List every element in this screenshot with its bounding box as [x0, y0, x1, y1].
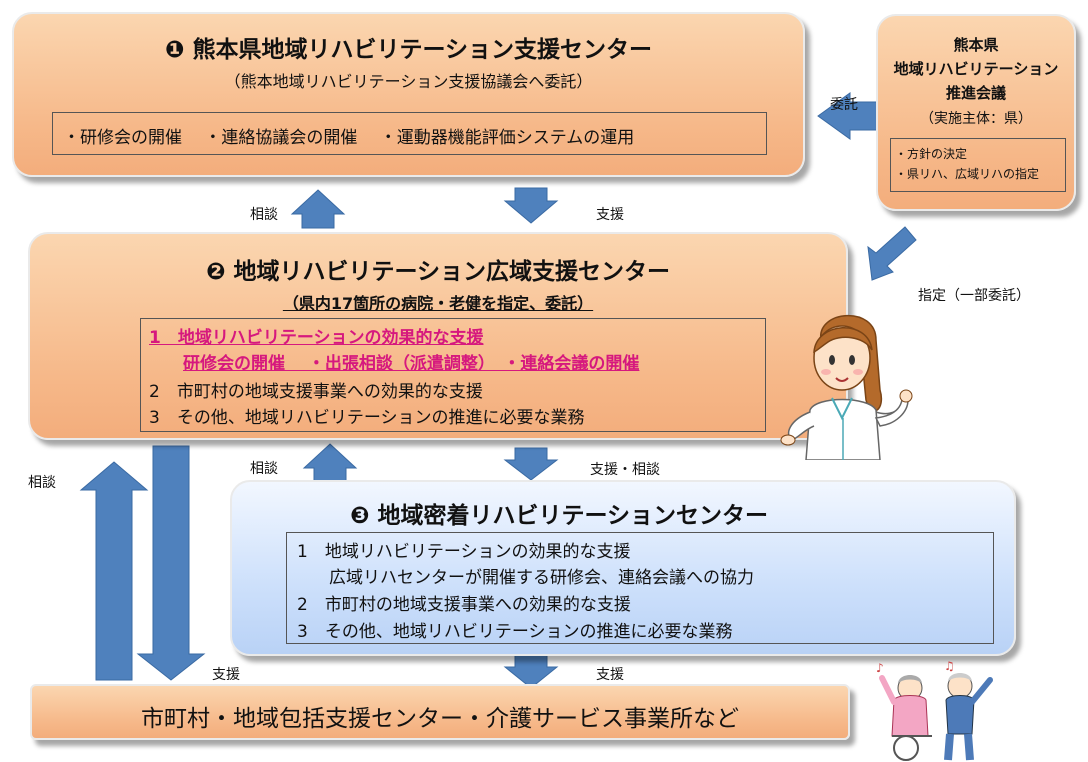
prefectural-center-title: ❶ 熊本県地域リハビリテーション支援センター — [164, 37, 653, 63]
arrow-shien-left — [136, 445, 206, 681]
label-itaku: 委託 — [830, 97, 858, 113]
arrow-shien-down-1 — [503, 187, 559, 224]
council-title-line1: 熊本県 — [953, 36, 999, 54]
prefectural-center-subtitle: （熊本地域リハビリテーション支援協議会へ委託） — [224, 72, 593, 91]
elderly-exercise-illustration: ♪ ♫ — [876, 659, 993, 761]
local-rehab-center-box: ❸ 地域密着リハビリテーションセンター 1 地域リハビリテーションの効果的な支援… — [230, 480, 1016, 656]
label-soudan-left: 相談 — [28, 475, 56, 491]
prefectural-center-items: ・研修会の開催 ・連絡協議会の開催 ・運動器機能評価システムの運用 — [63, 128, 635, 148]
wide-area-item-2: 2 市町村の地域支援事業への効果的な支援 — [149, 382, 483, 402]
label-soudan-1: 相談 — [250, 207, 278, 223]
prefectural-center-items-box: ・研修会の開催 ・連絡協議会の開催 ・運動器機能評価システムの運用 — [52, 112, 767, 155]
wide-area-center-subtitle: （県内17箇所の病院・老健を指定、委託） — [282, 294, 594, 313]
arrow-shitei — [867, 226, 917, 281]
label-shien-bottom: 支援 — [596, 667, 624, 683]
svg-text:♪: ♪ — [876, 661, 884, 675]
municipality-box: 市町村・地域包括支援センター・介護サービス事業所など — [30, 684, 850, 740]
local-center-title: ❸ 地域密着リハビリテーションセンター — [350, 503, 769, 529]
nurse-illustration — [780, 314, 913, 460]
wide-area-center-items-box: 1 地域リハビリテーションの効果的な支援 研修会の開催 ・出張相談（派遣調整） … — [140, 318, 766, 432]
prefectural-support-center-box: ❶ 熊本県地域リハビリテーション支援センター （熊本地域リハビリテーション支援協… — [12, 12, 805, 177]
arrow-shien-down-3 — [503, 653, 559, 689]
svg-text:♫: ♫ — [944, 659, 955, 673]
label-shien-soudan: 支援・相談 — [590, 462, 660, 478]
local-item-2: 2 市町村の地域支援事業への効果的な支援 — [297, 595, 631, 615]
council-subtitle: （実施主体：県） — [920, 111, 1032, 127]
arrow-soudan-left — [79, 461, 149, 681]
local-item-1: 1 地域リハビリテーションの効果的な支援 — [297, 542, 631, 562]
council-title-line3: 推進会議 — [945, 84, 1006, 102]
arrow-shien-down-2 — [503, 447, 559, 481]
promotion-council-box: 熊本県 地域リハビリテーション 推進会議 （実施主体：県） ・方針の決定 ・県リ… — [876, 14, 1076, 211]
council-item-1: ・方針の決定 — [895, 147, 968, 161]
label-shien-left: 支援 — [212, 667, 240, 683]
label-shien-1: 支援 — [596, 207, 624, 223]
council-item-2: ・県リハ、広域リハの指定 — [895, 167, 1040, 181]
label-shitei: 指定（一部委託） — [918, 288, 1030, 304]
wide-area-support-center-box: ❷ 地域リハビリテーション広域支援センター （県内17箇所の病院・老健を指定、委… — [28, 232, 848, 440]
local-item-3: 3 その他、地域リハビリテーションの推進に必要な業務 — [297, 622, 733, 642]
municipality-title: 市町村・地域包括支援センター・介護サービス事業所など — [141, 706, 739, 732]
local-item-1-detail: 広域リハセンターが開催する研修会、連絡会議への協力 — [329, 568, 754, 588]
wide-area-item-1-detail: 研修会の開催 ・出張相談（派遣調整） ・連絡会議の開催 — [183, 354, 640, 374]
wide-area-center-title: ❷ 地域リハビリテーション広域支援センター — [205, 259, 671, 285]
local-center-items-box: 1 地域リハビリテーションの効果的な支援 広域リハセンターが開催する研修会、連絡… — [286, 532, 994, 644]
wide-area-item-1: 1 地域リハビリテーションの効果的な支援 — [149, 328, 484, 348]
council-items-box: ・方針の決定 ・県リハ、広域リハの指定 — [890, 138, 1066, 192]
wide-area-item-3: 3 その他、地域リハビリテーションの推進に必要な業務 — [149, 408, 585, 428]
arrow-soudan-up-1 — [290, 189, 346, 229]
label-soudan-2: 相談 — [250, 461, 278, 477]
council-title-line2: 地域リハビリテーション — [893, 60, 1059, 78]
